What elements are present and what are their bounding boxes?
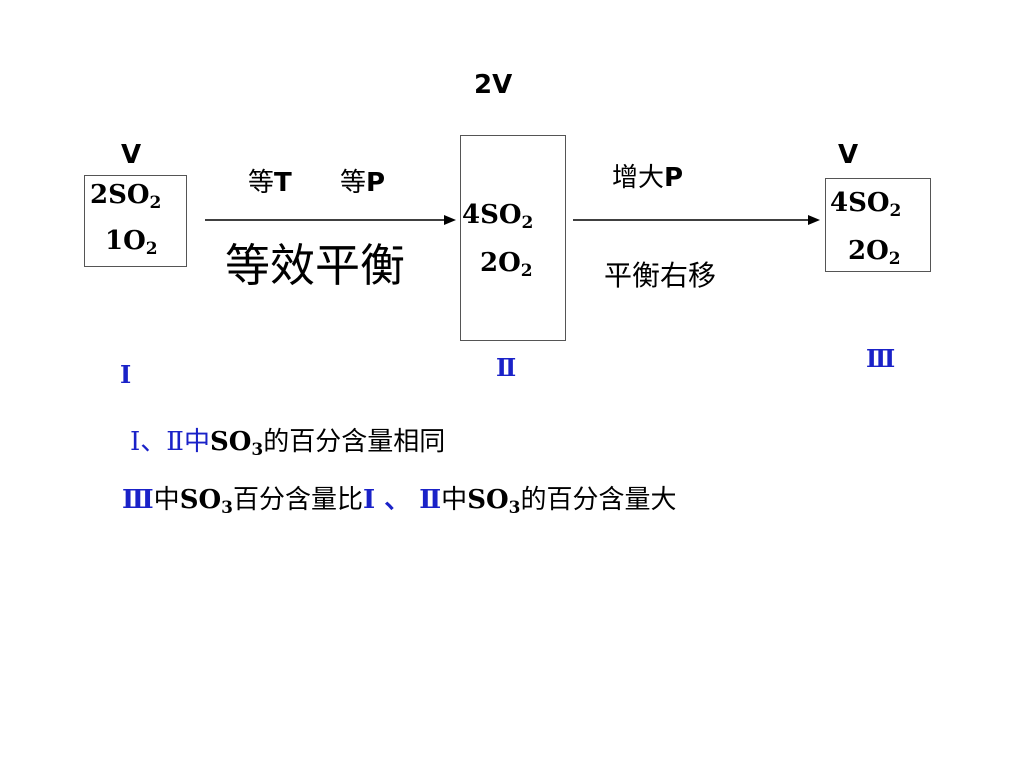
container-3-so2: 4SO2 (830, 188, 901, 226)
container-2-so2-coef: 4SO (462, 200, 522, 230)
container-1-o2: 1O2 (105, 226, 158, 264)
container-1-label: Ⅰ (120, 360, 132, 389)
conclusion-2-species-a: SO (179, 485, 222, 515)
conclusion-2-mid-b: 百分含量比 (232, 485, 363, 515)
arrow-2 (573, 215, 820, 225)
arrow-2-head (808, 215, 820, 225)
container-1-box (84, 175, 187, 267)
container-3-label: Ⅲ (866, 344, 896, 373)
arrow-1-cond-p-prefix: 等 (340, 168, 367, 198)
container-2-o2: 2O2 (480, 248, 533, 286)
arrow-2-result: 平衡右移 (604, 259, 717, 292)
container-1-o2-sub: 2 (145, 239, 158, 260)
volume-label-container-1: V (121, 140, 142, 170)
conclusion-2-sub-b: 3 (508, 498, 521, 519)
conclusion-2-roman-a: Ⅲ (122, 485, 154, 515)
container-2-o2-coef: 2O (480, 248, 521, 278)
volume-label-container-3: V (838, 140, 859, 170)
container-3-box (825, 178, 931, 272)
conclusion-2: Ⅲ中SO3百分含量比Ⅰ 、 Ⅱ中SO3的百分含量大 (122, 483, 676, 525)
container-3-o2-coef: 2O (848, 236, 889, 266)
container-3-o2-sub: 2 (888, 249, 901, 270)
container-3-so2-coef: 4SO (830, 188, 890, 218)
arrow-1-head (444, 215, 456, 225)
conclusion-2-sub-a: 3 (221, 498, 233, 519)
container-2-box (460, 135, 566, 341)
conclusion-2-mid-a: 中 (153, 485, 180, 515)
arrow-1-cond-t-var: T (274, 168, 292, 198)
arrow-1-cond-p-var: P (366, 168, 386, 198)
container-1-so2-sub: 2 (149, 193, 162, 214)
container-3-o2: 2O2 (848, 236, 901, 274)
arrow-1-condition-temperature: 等T (248, 162, 292, 199)
conclusion-2-species-b: SO (467, 485, 509, 515)
conclusion-1-sub: 3 (251, 440, 264, 461)
container-2-o2-sub: 2 (520, 261, 533, 282)
container-2-so2-sub: 2 (521, 213, 534, 234)
conclusion-1-species: SO (209, 427, 252, 457)
container-1-o2-coef: 1O (105, 226, 146, 256)
container-3-so2-sub: 2 (889, 201, 902, 222)
arrow-1-result: 等效平衡 (225, 239, 406, 292)
arrow-1-cond-t-prefix: 等 (248, 168, 275, 198)
conclusion-2-roman-b: Ⅰ 、 Ⅱ (362, 485, 442, 515)
arrow-2-condition: 增大P (612, 157, 683, 194)
container-1-so2: 2SO2 (90, 180, 161, 218)
conclusion-1-rest: 的百分含量相同 (263, 427, 446, 457)
arrow-2-cond-prefix: 增大 (612, 163, 665, 193)
conclusion-1: Ⅰ、Ⅱ中SO3的百分含量相同 (130, 425, 445, 467)
arrow-1-condition-pressure: 等P (340, 162, 385, 199)
conclusion-1-roman: Ⅰ、Ⅱ中 (130, 427, 210, 457)
conclusion-2-mid-c: 中 (441, 485, 468, 515)
container-2-label: Ⅱ (496, 353, 517, 382)
volume-label-container-2: 2V (474, 70, 513, 100)
container-1-so2-coef: 2SO (90, 180, 150, 210)
container-2-so2: 4SO2 (462, 200, 533, 238)
arrow-1 (205, 215, 456, 225)
conclusion-2-rest: 的百分含量大 (520, 485, 677, 515)
arrow-2-cond-var: P (664, 163, 684, 193)
